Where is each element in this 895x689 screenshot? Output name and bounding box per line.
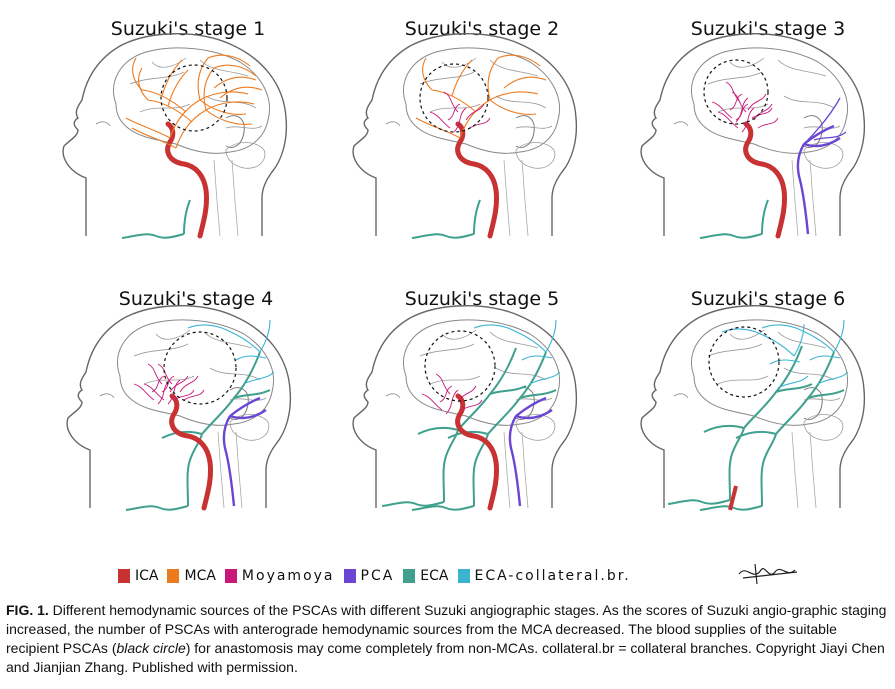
- panel-stage-5: [352, 305, 578, 511]
- legend-swatch-mca: [167, 569, 180, 583]
- caption-italic: black circle: [116, 640, 186, 656]
- legend-swatch-eca: [403, 569, 416, 583]
- legend-item-pca: PCA: [343, 568, 395, 584]
- legend-label-eca: ECA: [420, 568, 449, 584]
- panel-title-stage-6: Suzuki's stage 6: [690, 288, 846, 310]
- panel-stage-4: [66, 305, 292, 511]
- illustration: [62, 33, 866, 511]
- panel-title-stage-1: Suzuki's stage 1: [110, 18, 266, 40]
- panel-stage-2: [352, 33, 578, 239]
- caption-text-2: ) for anastomosis may come completely fr…: [6, 640, 885, 675]
- legend-item-eca: ECA: [403, 568, 449, 584]
- legend-item-mca: MCA: [167, 568, 216, 584]
- caption-label: FIG. 1.: [6, 602, 49, 618]
- figure: Suzuki's stage 1 Suzuki's stage 2 Suzuki…: [62, 18, 866, 585]
- legend-label-pca: PCA: [360, 568, 395, 584]
- legend-item-ica: ICA: [118, 568, 158, 584]
- legend-swatch-pca: [343, 569, 356, 583]
- signature-mark: [738, 563, 798, 585]
- panel-title-stage-3: Suzuki's stage 3: [690, 18, 846, 40]
- panel-stage-3: [640, 33, 866, 239]
- panel-stage-6: [640, 305, 866, 511]
- legend-label-eca-collateral: ECA-collateral.br.: [474, 568, 631, 584]
- panel-title-stage-2: Suzuki's stage 2: [404, 18, 560, 40]
- legend-swatch-ica: [118, 569, 130, 583]
- legend-label-moyamoya: Moyamoya: [241, 568, 335, 584]
- legend: ICA MCA Moyamoya PCA ECA ECA-collateral.…: [118, 568, 640, 584]
- panel-title-stage-5: Suzuki's stage 5: [404, 288, 560, 310]
- legend-item-eca-collateral: ECA-collateral.br.: [457, 568, 631, 584]
- panel-stage-1: [62, 33, 288, 239]
- legend-label-mca: MCA: [184, 568, 216, 584]
- panel-title-stage-4: Suzuki's stage 4: [118, 288, 274, 310]
- legend-item-moyamoya: Moyamoya: [224, 568, 335, 584]
- legend-swatch-eca-collateral: [457, 569, 470, 583]
- figure-caption: FIG. 1. Different hemodynamic sources of…: [6, 601, 890, 677]
- caption-text-1: Different hemodynamic sources of the PSC…: [6, 602, 887, 656]
- legend-swatch-moyamoya: [224, 569, 237, 583]
- legend-label-ica: ICA: [135, 568, 159, 584]
